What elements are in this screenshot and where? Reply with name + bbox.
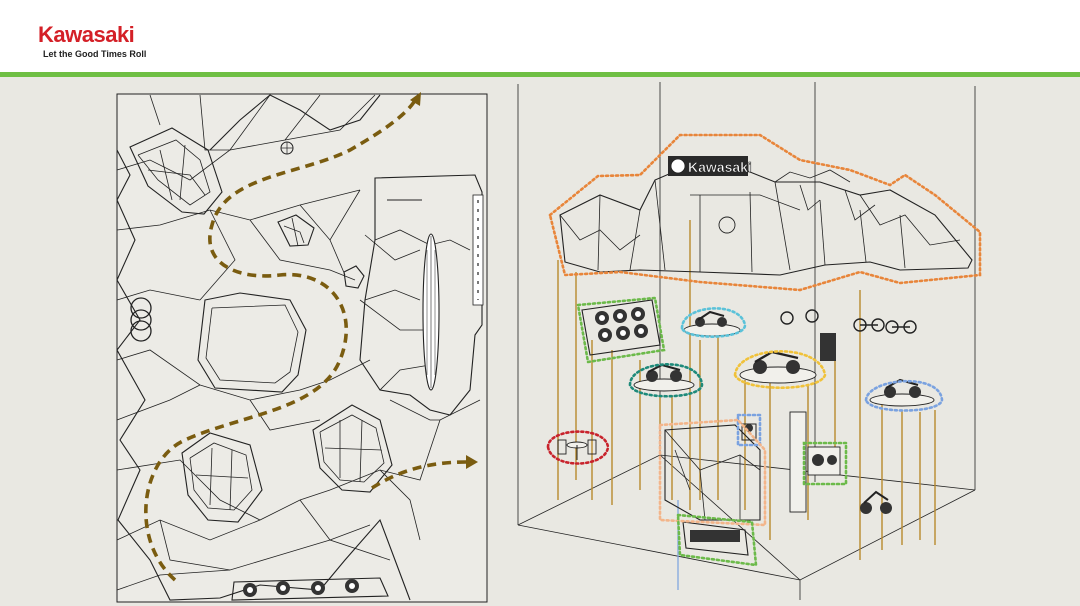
- canopy-structure: Kawasaki: [559, 156, 973, 276]
- kawasaki-sign-panel: [668, 156, 748, 176]
- floor-motorcycle: [860, 490, 892, 514]
- central-rock-display: [197, 292, 307, 393]
- cafe-table-set: [557, 439, 597, 460]
- blue-zone-outline: [864, 379, 944, 412]
- flow-arrow-head-top: [410, 92, 421, 106]
- tire-stack-prop: [130, 297, 152, 342]
- flow-arrow-head-right: [466, 455, 478, 469]
- kawasaki-logo: Kawasaki: [38, 22, 135, 47]
- hex-display-pod-bottom-right: [312, 404, 393, 493]
- engine-display: [807, 446, 841, 476]
- tagline: Let the Good Times Roll: [43, 49, 147, 59]
- floor-plan-mesh: [116, 94, 481, 591]
- green-header-rule: [0, 72, 1080, 77]
- floor-plan: [116, 92, 488, 603]
- cyan-zone-outline: [680, 307, 747, 338]
- motorcycle-platform-blue: [869, 378, 935, 407]
- room-wireframe: [517, 82, 976, 600]
- booth-diagram: Kawasaki: [116, 82, 982, 603]
- visitor-flow-path: [144, 92, 478, 582]
- header-bar: Kawasaki Let the Good Times Roll: [0, 0, 1080, 72]
- reception-zone-outline: [658, 418, 767, 527]
- hex-display-pod-top-left: [129, 127, 223, 215]
- kawasaki-sign-text: Kawasaki: [688, 159, 752, 175]
- teal-zone-outline: [628, 363, 704, 398]
- floor-plan-top-boundary: [209, 94, 381, 151]
- reception-wall-module: [664, 411, 807, 521]
- front-counter: [682, 521, 749, 556]
- red-zone-outline: [546, 430, 610, 465]
- small-rock-prop: [277, 214, 315, 247]
- hex-display-pod-bottom-left: [181, 432, 263, 523]
- canopy-zone-outline: [548, 133, 982, 292]
- booth-diagram-area: Kawasaki: [0, 77, 1080, 606]
- hanging-bikes-display: [780, 309, 917, 361]
- zone-outlines: [546, 133, 982, 567]
- support-pillars: [557, 220, 936, 590]
- tire-wall-zone-outline: [576, 296, 666, 364]
- engine-zone-outline: [802, 441, 848, 486]
- yellow-zone-outline: [733, 350, 827, 389]
- bottom-display-counter: [231, 577, 389, 601]
- counter-zone-outline: [676, 513, 758, 567]
- booth-perspective: Kawasaki: [517, 82, 982, 600]
- tire-wall-display: [581, 299, 661, 356]
- small-stone-prop: [343, 265, 365, 289]
- right-wall-block: [359, 174, 484, 416]
- floor-plan-outer-boundary: [116, 149, 411, 601]
- stool-prop: [280, 141, 294, 155]
- motorcycle-platform-cyan: [683, 310, 741, 337]
